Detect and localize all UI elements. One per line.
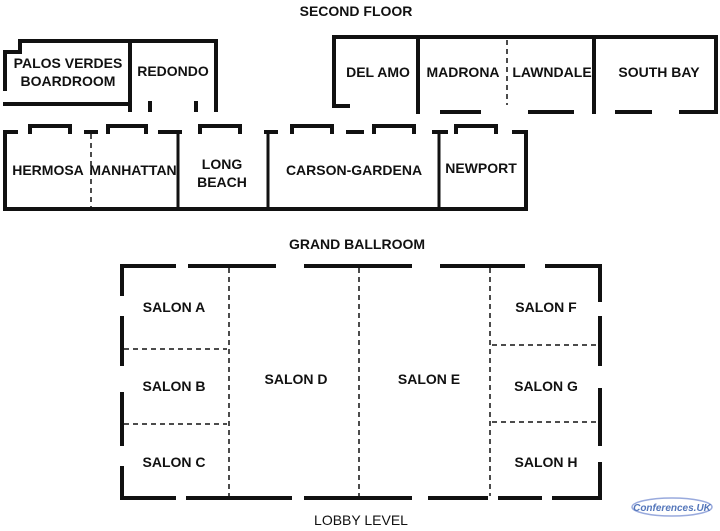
room-madrona[interactable]: MADRONA — [426, 64, 499, 80]
room-label: MADRONA — [426, 64, 499, 80]
room-salon-g[interactable]: SALON G — [514, 378, 578, 394]
swoosh-icon — [631, 497, 713, 517]
second-floor-title: SECOND FLOOR — [300, 3, 413, 19]
room-south-bay[interactable]: SOUTH BAY — [618, 64, 700, 80]
ballroom-outline — [120, 264, 602, 500]
room-label: CARSON-GARDENA — [286, 162, 422, 178]
room-label: NEWPORT — [445, 160, 517, 176]
room-label: SALON H — [515, 454, 578, 470]
room-label: LONG — [202, 156, 243, 172]
room-group-east — [332, 35, 718, 114]
room-salon-c[interactable]: SALON C — [143, 454, 206, 470]
room-label: SOUTH BAY — [618, 64, 700, 80]
room-salon-e[interactable]: SALON E — [398, 371, 460, 387]
room-salon-h[interactable]: SALON H — [515, 454, 578, 470]
room-long-beach[interactable]: LONG BEACH — [197, 156, 247, 190]
room-label: SALON B — [143, 378, 206, 394]
watermark-logo: Conferences.UK — [631, 497, 713, 517]
room-label: BOARDROOM — [21, 73, 116, 89]
room-label: SALON A — [143, 299, 205, 315]
room-label: SALON E — [398, 371, 460, 387]
room-label: SALON G — [514, 378, 578, 394]
room-group-middle — [3, 124, 528, 211]
room-newport[interactable]: NEWPORT — [445, 160, 517, 176]
room-palos-verdes-boardroom[interactable]: PALOS VERDES BOARDROOM — [3, 39, 132, 106]
room-label: HERMOSA — [12, 162, 84, 178]
room-del-amo[interactable]: DEL AMO — [346, 64, 410, 80]
room-label: DEL AMO — [346, 64, 410, 80]
room-label: LAWNDALE — [512, 64, 591, 80]
room-label: SALON F — [515, 299, 577, 315]
room-carson-gardena[interactable]: CARSON-GARDENA — [286, 162, 422, 178]
room-label: SALON C — [143, 454, 206, 470]
room-manhattan[interactable]: MANHATTAN — [89, 162, 176, 178]
lobby-level-label: LOBBY LEVEL — [314, 512, 408, 528]
room-salon-b[interactable]: SALON B — [143, 378, 206, 394]
grand-ballroom-title: GRAND BALLROOM — [289, 236, 425, 252]
room-lawndale[interactable]: LAWNDALE — [512, 64, 591, 80]
room-label: MANHATTAN — [89, 162, 176, 178]
room-label: PALOS VERDES — [14, 55, 123, 71]
room-label: REDONDO — [137, 63, 209, 79]
room-salon-f[interactable]: SALON F — [515, 299, 577, 315]
room-salon-d[interactable]: SALON D — [265, 371, 328, 387]
watermark-text: Conferences.UK — [633, 503, 712, 514]
room-hermosa[interactable]: HERMOSA — [12, 162, 84, 178]
room-label: SALON D — [265, 371, 328, 387]
room-salon-a[interactable]: SALON A — [143, 299, 205, 315]
room-label: BEACH — [197, 174, 247, 190]
room-redondo[interactable]: REDONDO — [128, 39, 218, 112]
